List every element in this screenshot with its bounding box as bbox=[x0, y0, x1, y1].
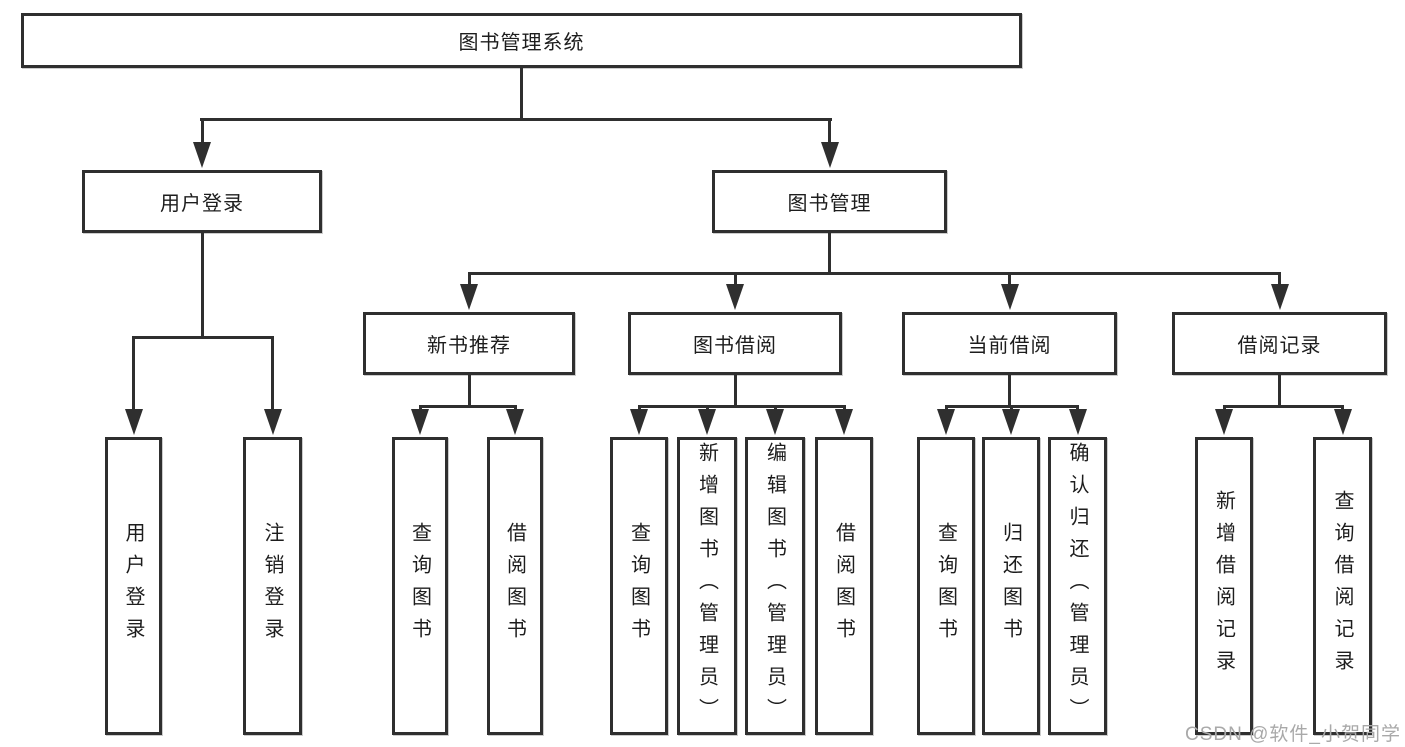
leaf-edit-books-admin-label: 编辑图书（管理员） bbox=[763, 442, 786, 730]
leaf-query-books-1-label: 查询图书 bbox=[408, 522, 431, 650]
node-current-borrow-label: 当前借阅 bbox=[967, 335, 1052, 357]
leaf-borrow-books-2: 借阅图书 bbox=[815, 437, 873, 735]
leaf-user-login: 用户登录 bbox=[105, 437, 162, 735]
arrow-down-icon bbox=[630, 409, 648, 435]
leaf-borrow-books-2-label: 借阅图书 bbox=[832, 522, 855, 650]
node-book-management: 图书管理 bbox=[712, 170, 947, 233]
node-current-borrow: 当前借阅 bbox=[902, 312, 1117, 375]
node-book-borrow-label: 图书借阅 bbox=[693, 335, 777, 357]
leaf-confirm-return-admin-label: 确认归还（管理员） bbox=[1066, 442, 1088, 730]
leaf-query-borrow-record: 查询借阅记录 bbox=[1313, 437, 1372, 735]
arrow-down-icon bbox=[1000, 284, 1019, 310]
leaf-edit-books-admin: 编辑图书（管理员） bbox=[745, 437, 805, 735]
node-user-login-label: 用户登录 bbox=[160, 193, 244, 215]
arrow-stem bbox=[637, 405, 641, 409]
leaf-return-books-label: 归还图书 bbox=[999, 522, 1022, 650]
arrow-stem bbox=[132, 336, 135, 409]
leaf-user-login-label: 用户登录 bbox=[122, 522, 144, 650]
connector-line-h bbox=[200, 118, 832, 121]
arrow-stem bbox=[1076, 405, 1079, 409]
arrow-stem bbox=[944, 405, 948, 409]
arrow-down-icon bbox=[698, 409, 716, 435]
connector-line-v bbox=[520, 66, 523, 120]
connector-line-h bbox=[132, 336, 274, 339]
arrow-down-icon bbox=[766, 409, 784, 435]
arrow-down-icon bbox=[1002, 409, 1020, 435]
leaf-return-books: 归还图书 bbox=[982, 437, 1040, 735]
arrow-down-icon bbox=[263, 409, 282, 435]
connector-line-v bbox=[200, 233, 204, 336]
connector-line-v bbox=[828, 233, 831, 274]
leaf-confirm-return-admin: 确认归还（管理员） bbox=[1048, 437, 1107, 735]
arrow-down-icon bbox=[1270, 284, 1289, 310]
connector-line-h bbox=[467, 272, 1281, 275]
node-book-management-label: 图书管理 bbox=[787, 193, 872, 215]
connector-line-h bbox=[1222, 405, 1343, 408]
arrow-down-icon bbox=[820, 142, 839, 168]
arrow-stem bbox=[1009, 405, 1013, 409]
arrow-down-icon bbox=[193, 142, 211, 168]
arrow-down-icon bbox=[124, 409, 143, 435]
leaf-borrow-books-1-label: 借阅图书 bbox=[503, 522, 526, 650]
leaf-query-books-2: 查询图书 bbox=[610, 437, 668, 735]
csdn-watermark: CSDN @软件_小贺同学 bbox=[1185, 724, 1401, 745]
arrow-stem bbox=[271, 336, 274, 409]
arrow-down-icon bbox=[506, 409, 524, 435]
arrow-stem bbox=[828, 118, 831, 142]
node-borrow-records: 借阅记录 bbox=[1172, 312, 1387, 375]
leaf-add-borrow-record-label: 新增借阅记录 bbox=[1212, 490, 1235, 682]
arrow-down-icon bbox=[1333, 409, 1352, 435]
node-root: 图书管理系统 bbox=[21, 13, 1022, 68]
arrow-stem bbox=[842, 405, 846, 409]
arrow-stem bbox=[200, 118, 204, 142]
leaf-logout-label: 注销登录 bbox=[261, 522, 283, 650]
arrow-down-icon bbox=[726, 284, 744, 310]
connector-line-v bbox=[1278, 375, 1281, 408]
arrow-stem bbox=[1278, 272, 1281, 284]
leaf-logout: 注销登录 bbox=[243, 437, 302, 735]
arrow-down-icon bbox=[460, 284, 478, 310]
leaf-add-books-admin-label: 新增图书（管理员） bbox=[695, 442, 718, 730]
arrow-stem bbox=[467, 272, 471, 284]
leaf-add-borrow-record: 新增借阅记录 bbox=[1195, 437, 1253, 735]
node-book-borrow: 图书借阅 bbox=[628, 312, 842, 375]
connector-line-v bbox=[467, 375, 471, 408]
arrow-down-icon bbox=[1215, 409, 1233, 435]
arrow-stem bbox=[1008, 272, 1011, 284]
leaf-borrow-books-1: 借阅图书 bbox=[487, 437, 543, 735]
node-root-label: 图书管理系统 bbox=[458, 32, 585, 54]
arrow-stem bbox=[1341, 405, 1344, 409]
connector-line-v bbox=[1008, 375, 1011, 408]
arrow-stem bbox=[773, 405, 777, 409]
node-new-book-recommend: 新书推荐 bbox=[363, 312, 575, 375]
leaf-query-books-3-label: 查询图书 bbox=[934, 522, 957, 650]
connector-line-h bbox=[637, 405, 845, 408]
arrow-down-icon bbox=[1068, 409, 1087, 435]
connector-line-v bbox=[733, 375, 737, 408]
leaf-query-borrow-record-label: 查询借阅记录 bbox=[1331, 490, 1353, 682]
leaf-query-books-2-label: 查询图书 bbox=[627, 522, 650, 650]
connector-line-h bbox=[418, 405, 517, 408]
arrow-down-icon bbox=[411, 409, 429, 435]
arrow-stem bbox=[733, 272, 737, 284]
leaf-query-books-3: 查询图书 bbox=[917, 437, 975, 735]
arrow-down-icon bbox=[937, 409, 955, 435]
leaf-add-books-admin: 新增图书（管理员） bbox=[677, 437, 737, 735]
node-borrow-records-label: 借阅记录 bbox=[1237, 335, 1322, 357]
node-new-book-recommend-label: 新书推荐 bbox=[427, 335, 511, 357]
arrow-stem bbox=[705, 405, 709, 409]
arrow-stem bbox=[1222, 405, 1226, 409]
arrow-stem bbox=[418, 405, 422, 409]
leaf-query-books-1: 查询图书 bbox=[392, 437, 448, 735]
arrow-down-icon bbox=[835, 409, 853, 435]
arrow-stem bbox=[513, 405, 517, 409]
node-user-login: 用户登录 bbox=[82, 170, 322, 233]
